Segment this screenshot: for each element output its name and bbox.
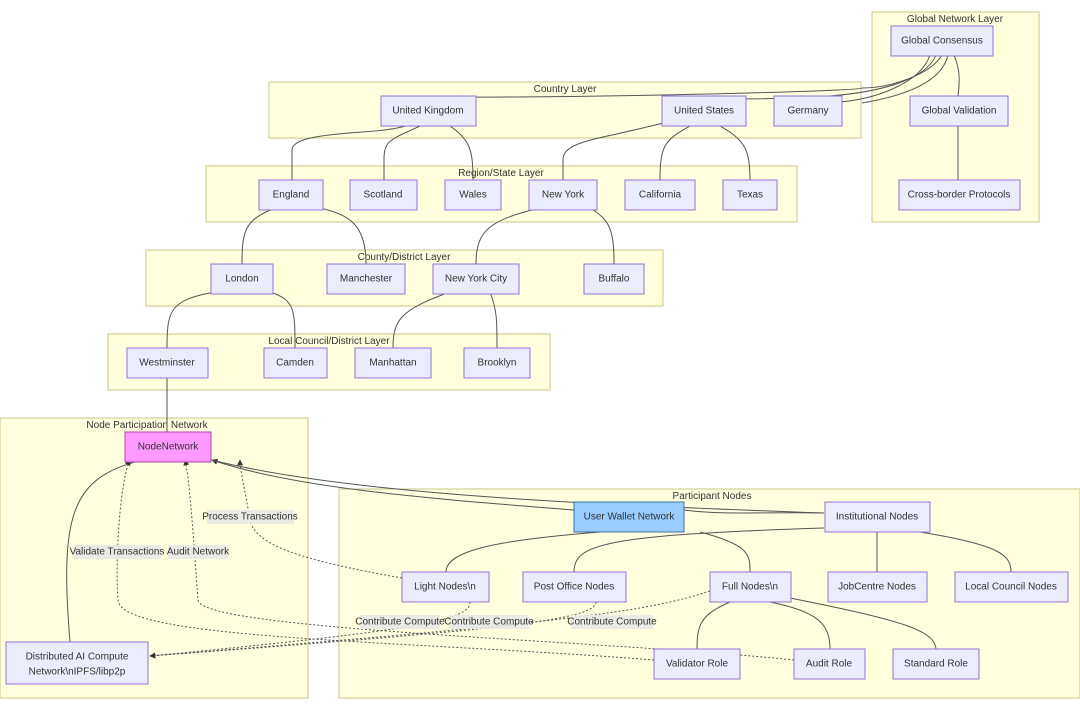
node-cross-border-protocols[interactable]: Cross-border Protocols: [898, 179, 1021, 211]
node-label: Germany: [787, 106, 828, 117]
node-validator-role[interactable]: Validator Role: [653, 648, 741, 680]
node-light-nodes[interactable]: Light Nodes\n: [401, 571, 490, 603]
edge-label-validate-transactions: Validate Transactions: [70, 545, 165, 559]
edges-solid: [66, 54, 1012, 651]
node-audit-role[interactable]: Audit Role: [793, 648, 866, 680]
node-scotland[interactable]: Scotland: [349, 179, 418, 211]
node-united-states[interactable]: United States: [661, 95, 747, 127]
node-label: Westminster: [139, 358, 195, 369]
svg-text:Audit Network: Audit Network: [167, 547, 230, 558]
edge-label-contribute-compute: Contribute Compute: [567, 615, 657, 629]
edge-label-contribute-compute: Contribute Compute: [444, 615, 534, 629]
svg-text:Contribute Compute: Contribute Compute: [444, 617, 534, 628]
node-label: England: [273, 190, 310, 201]
node-label: Audit Role: [806, 659, 853, 670]
node-label: Scotland: [364, 190, 403, 201]
node-label: Global Validation: [922, 106, 997, 117]
cluster-label: Region/State Layer: [458, 168, 544, 179]
node-global-consensus[interactable]: Global Consensus: [890, 25, 994, 57]
node-label: Global Consensus: [901, 36, 983, 47]
node-label: Local Council Nodes: [965, 582, 1057, 593]
node-label: Post Office Nodes: [534, 582, 614, 593]
node-label: Buffalo: [599, 274, 630, 285]
edge-label-process-transactions: Process Transactions: [202, 510, 298, 524]
node-texas[interactable]: Texas: [722, 179, 778, 211]
cluster-country-layer: Country Layer: [268, 81, 862, 139]
node-standard-role[interactable]: Standard Role: [892, 648, 980, 680]
node-label: Light Nodes\n: [414, 582, 476, 593]
node-distributed-ai-compute[interactable]: Distributed AI Compute Network\nIPFS/lib…: [5, 641, 149, 685]
node-manhattan[interactable]: Manhattan: [354, 347, 432, 379]
node-new-york-city[interactable]: New York City: [432, 263, 520, 295]
cluster-label: Participant Nodes: [673, 491, 752, 502]
node-label: JobCentre Nodes: [838, 582, 916, 593]
node-label: Full Nodes\n: [722, 582, 778, 593]
node-label: London: [225, 274, 258, 285]
node-label: California: [639, 190, 682, 201]
node-manchester[interactable]: Manchester: [326, 263, 406, 295]
node-institutional-nodes[interactable]: Institutional Nodes: [824, 501, 931, 533]
node-wales[interactable]: Wales: [444, 179, 502, 211]
node-label: Texas: [737, 190, 763, 201]
node-label: Manhattan: [369, 358, 416, 369]
node-label: Brooklyn: [478, 358, 517, 369]
node-camden[interactable]: Camden: [263, 347, 328, 379]
node-user-wallet-network[interactable]: User Wallet Network: [573, 501, 685, 533]
node-local-council-nodes[interactable]: Local Council Nodes: [954, 571, 1069, 603]
node-post-office-nodes[interactable]: Post Office Nodes: [522, 571, 627, 603]
node-label: Cross-border Protocols: [908, 190, 1011, 201]
node-jobcentre-nodes[interactable]: JobCentre Nodes: [827, 571, 928, 603]
node-germany[interactable]: Germany: [773, 95, 843, 127]
node-united-kingdom[interactable]: United Kingdom: [380, 95, 477, 127]
node-england[interactable]: England: [258, 179, 324, 211]
node-label: Validator Role: [666, 659, 729, 670]
node-label: New York: [542, 190, 585, 201]
node-label: Wales: [459, 190, 486, 201]
node-california[interactable]: California: [624, 179, 696, 211]
svg-text:Validate Transactions: Validate Transactions: [70, 547, 165, 558]
cluster-county-district-layer: County/District Layer: [145, 249, 664, 307]
node-label: User Wallet Network: [584, 512, 676, 523]
node-buffalo[interactable]: Buffalo: [583, 263, 645, 295]
cluster-label: Local Council/District Layer: [268, 336, 390, 347]
cluster-label: County/District Layer: [358, 252, 451, 263]
node-label: United Kingdom: [392, 106, 463, 117]
node-global-validation[interactable]: Global Validation: [909, 95, 1009, 127]
node-brooklyn[interactable]: Brooklyn: [463, 347, 531, 379]
cluster-label: Global Network Layer: [907, 14, 1004, 25]
cluster-label: Node Participation Network: [86, 420, 208, 431]
node-nodenetwork[interactable]: NodeNetwork: [124, 431, 212, 463]
node-label-line2: Network\nIPFS/libp2p: [29, 667, 126, 678]
cluster-region-state-layer: Region/State Layer: [205, 165, 798, 223]
svg-text:Contribute Compute: Contribute Compute: [355, 617, 445, 628]
node-label: NodeNetwork: [138, 442, 200, 453]
node-new-york[interactable]: New York: [528, 179, 598, 211]
node-westminster[interactable]: Westminster: [126, 347, 209, 379]
svg-text:Contribute Compute: Contribute Compute: [567, 617, 657, 628]
node-london[interactable]: London: [210, 263, 274, 295]
node-full-nodes[interactable]: Full Nodes\n: [709, 571, 792, 603]
node-label: New York City: [445, 274, 507, 285]
node-label: Camden: [276, 358, 314, 369]
cluster-label: Country Layer: [534, 84, 597, 95]
node-label: Institutional Nodes: [836, 512, 918, 523]
edge-label-audit-network: Audit Network: [167, 545, 230, 559]
svg-text:Process Transactions: Process Transactions: [202, 512, 298, 523]
edge-label-contribute-compute: Contribute Compute: [355, 615, 445, 629]
node-label: United States: [674, 106, 734, 117]
node-label: Manchester: [340, 274, 393, 285]
node-label-line1: Distributed AI Compute: [26, 652, 129, 663]
node-label: Standard Role: [904, 659, 968, 670]
